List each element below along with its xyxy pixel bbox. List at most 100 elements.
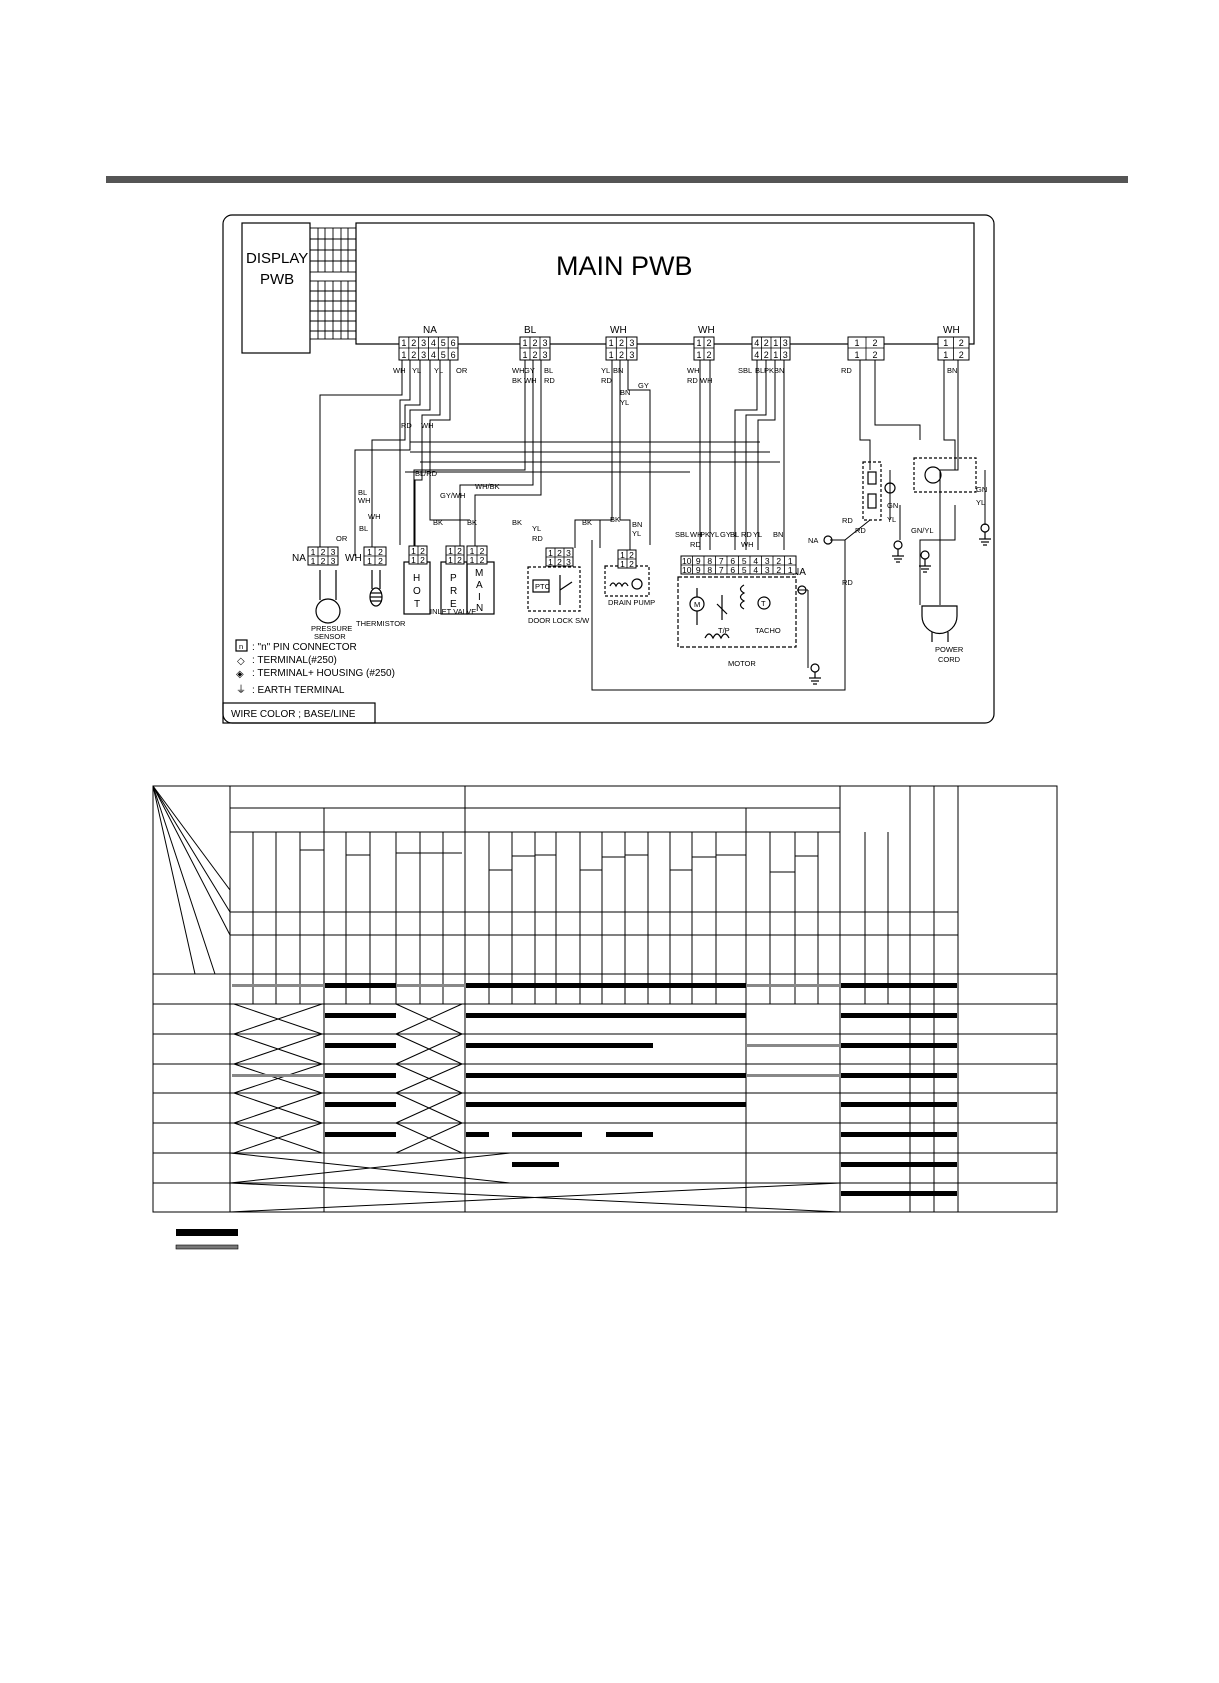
pin-number: 1 <box>854 350 859 360</box>
wire-color-note: WIRE COLOR ; BASE/LINE <box>231 709 356 720</box>
pin-number: 3 <box>629 350 634 360</box>
spark-gap-icon <box>884 482 896 494</box>
pin-number: 2 <box>411 350 416 360</box>
pin-number: 2 <box>776 565 781 575</box>
pin-number: 1 <box>696 350 701 360</box>
legend-terminal-housing-text: : TERMINAL+ HOUSING (#250) <box>252 668 395 679</box>
pin-number: 2 <box>764 338 769 348</box>
wire-label: YL <box>632 529 641 538</box>
pin-number: 3 <box>783 350 788 360</box>
pin-number: 2 <box>706 350 711 360</box>
pin-number: 1 <box>470 546 475 556</box>
table-columns <box>252 831 889 1004</box>
operation-table <box>152 785 1058 1213</box>
wire-label: BK <box>467 518 477 527</box>
wire-label: BL <box>755 366 764 375</box>
pin-number: 1 <box>367 547 372 557</box>
earth-terminal-3 <box>979 523 991 546</box>
operation-bar-active <box>325 1073 396 1078</box>
pin-number: 1 <box>773 338 778 348</box>
wire-label: RD <box>544 376 555 385</box>
operation-bar-active <box>606 1132 653 1137</box>
wire-label: WH <box>358 496 371 505</box>
power-cord-label-1: POWER <box>935 645 964 654</box>
legend-hatched-bar <box>175 1244 239 1250</box>
display-pwb-box <box>241 222 311 354</box>
valve-letter: P <box>450 573 457 584</box>
pin-number: 1 <box>311 547 316 557</box>
connector-label-bl: BL <box>524 325 537 336</box>
legend-pin-connector-text: : "n" PIN CONNECTOR <box>252 642 357 653</box>
wire-label: BK <box>512 518 522 527</box>
pin-number: 2 <box>420 546 425 556</box>
ptc-element <box>532 579 550 593</box>
operation-bar-option <box>232 984 325 987</box>
pin-number: 3 <box>629 338 634 348</box>
pin-number: 2 <box>619 338 624 348</box>
wire-label: WH <box>393 366 406 375</box>
pin-number: 3 <box>765 565 770 575</box>
motor-box <box>677 576 797 648</box>
schematic-frame <box>222 214 995 724</box>
pin-number: 4 <box>754 338 759 348</box>
pin-number: 3 <box>765 556 770 566</box>
operation-bar-active <box>512 1162 559 1167</box>
pin-number: 3 <box>566 548 571 558</box>
earth-terminal-motor <box>809 663 821 685</box>
wire-label: YL <box>620 398 629 407</box>
pressure-sensor-icon <box>315 598 341 624</box>
schematic-labels: MAIN PWB DISPLAY PWB NA BL WH WH WH WH Y… <box>231 250 987 720</box>
operation-bar-active <box>466 1132 489 1137</box>
wire-label: YL <box>601 366 610 375</box>
pin-number: 5 <box>742 565 747 575</box>
pin-number: 2 <box>872 338 877 348</box>
pin-number: 9 <box>696 565 701 575</box>
wire-label: WH <box>741 540 754 549</box>
wire-label: YL <box>887 515 896 524</box>
operation-bar-active <box>325 1102 396 1107</box>
connector-label-wh3: WH <box>943 325 960 336</box>
pin-number: 6 <box>451 350 456 360</box>
valve-letter: N <box>476 603 483 614</box>
na-terminal-icon <box>823 535 833 545</box>
drain-pump-box <box>604 565 650 597</box>
pin-number: 1 <box>788 565 793 575</box>
pin-number: 1 <box>411 546 416 556</box>
pin-number: 3 <box>542 338 547 348</box>
legend-solid-bar <box>176 1229 238 1236</box>
wire-label: WH <box>687 366 700 375</box>
thermal-protector-icon <box>716 595 728 620</box>
pin-number: 8 <box>707 565 712 575</box>
wire-label: BK <box>433 518 443 527</box>
pin-number: 2 <box>557 548 562 558</box>
drain-pump-label: DRAIN PUMP <box>608 598 655 607</box>
pin-number: 3 <box>331 547 336 557</box>
operation-bar-active <box>841 983 957 988</box>
motor-field-coil-icon <box>704 633 730 640</box>
table-frame <box>152 785 1058 1213</box>
pin-number: 2 <box>457 546 462 556</box>
wire-label: RD <box>741 530 752 539</box>
door-lock-box <box>527 566 581 612</box>
operation-bar-active <box>841 1132 957 1137</box>
pin-number: 2 <box>776 556 781 566</box>
tacho-icon <box>757 596 771 610</box>
wire-label: RD <box>401 421 412 430</box>
motor-label: MOTOR <box>728 659 756 668</box>
display-pwb-label-1: DISPLAY <box>246 250 308 267</box>
operation-bar-option <box>746 1044 841 1047</box>
drain-pump-motor-icon <box>631 578 643 590</box>
wire-label: GN <box>976 485 987 494</box>
pin-number: 1 <box>401 350 406 360</box>
wire-label: WH <box>524 376 537 385</box>
wire-label: BN <box>613 366 623 375</box>
pin-number: 2 <box>764 350 769 360</box>
